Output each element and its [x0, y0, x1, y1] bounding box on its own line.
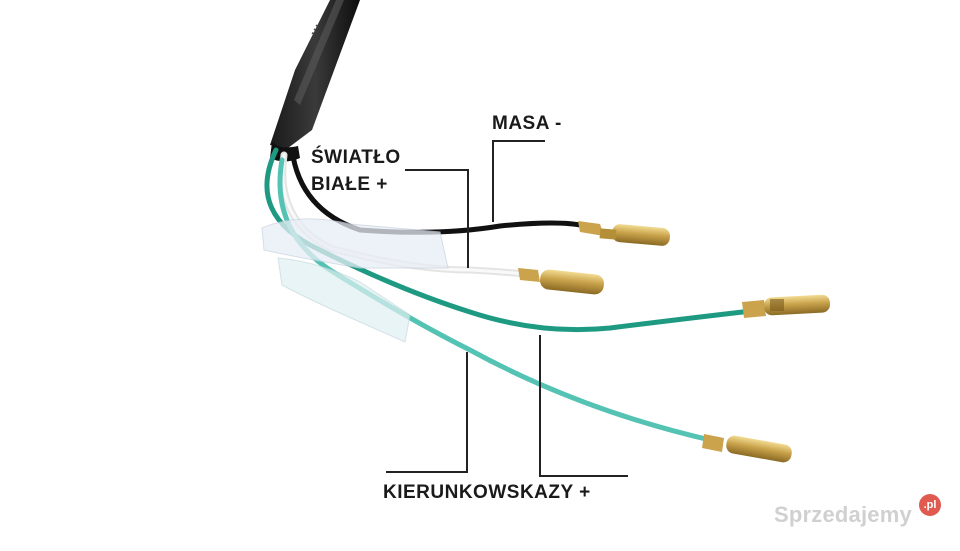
black-cable-highlight: [294, 0, 344, 105]
swiatlo-leader-line: [405, 169, 469, 268]
connector-black: [578, 221, 671, 246]
connector-white: [518, 268, 604, 295]
heat-shrink-sleeve-upper: [261, 218, 449, 269]
label-swiatlo-line2: BIAŁE +: [311, 174, 388, 195]
kierunkowskazy-leader-line-left: [386, 352, 468, 473]
label-masa: MASA -: [492, 113, 562, 134]
connector-turquoise: [702, 434, 792, 463]
heat-shrink-sleeve-lower: [277, 257, 411, 343]
black-cable-sleeve: [270, 0, 360, 148]
masa-leader-line: [492, 140, 545, 222]
watermark-text: Sprzedajemy: [774, 502, 912, 527]
label-kierunkowskazy: KIERUNKOWSKAZY +: [383, 482, 591, 503]
connector-green: [742, 294, 831, 318]
label-swiatlo-line1: ŚWIATŁO: [311, 147, 401, 168]
kierunkowskazy-leader-line-right: [539, 335, 628, 477]
watermark-badge: .pl: [919, 494, 941, 516]
